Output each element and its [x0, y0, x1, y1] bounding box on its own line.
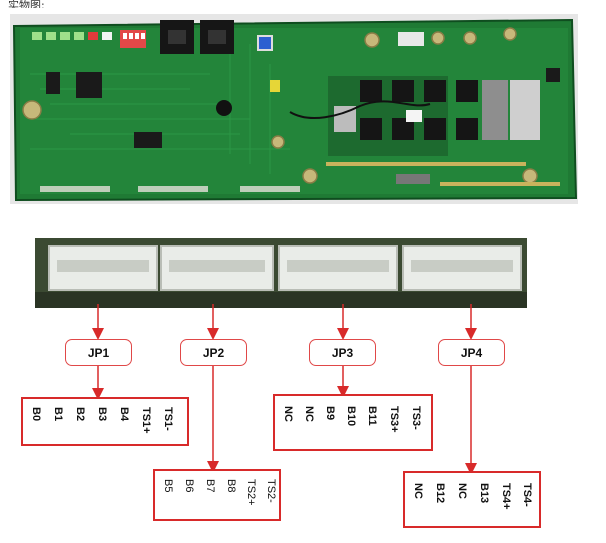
- pin-label: B7: [204, 479, 216, 493]
- pin-label: B5: [162, 479, 174, 493]
- pin-label: B8: [225, 479, 237, 493]
- led-row: [32, 32, 112, 40]
- jp4-label: JP4: [438, 339, 505, 366]
- pin-label: B0: [30, 407, 42, 422]
- pin-label: B9: [324, 406, 336, 421]
- pin-label: TS1+: [140, 407, 152, 434]
- pin-label: B4: [118, 407, 130, 422]
- pin-label: NC: [303, 406, 315, 422]
- pin-label: TS2+: [245, 479, 257, 506]
- jp1-pinout-box: B0 B1 B2 B3 B4 TS1+ TS1-: [21, 397, 189, 446]
- jp1-label: JP1: [65, 339, 132, 366]
- pin-label: B1: [52, 407, 64, 422]
- blue-button: [257, 35, 273, 51]
- pin-label: TS4-: [521, 483, 533, 507]
- pin-label: NC: [456, 483, 468, 499]
- pin-label: B11: [366, 406, 378, 426]
- jp4-pinout-box: NC B12 NC B13 TS4+ TS4-: [403, 471, 541, 528]
- pin-label: B3: [96, 407, 108, 422]
- pin-label: TS3-: [410, 406, 422, 430]
- pin-label: TS3+: [388, 406, 400, 433]
- pin-label: NC: [412, 483, 424, 499]
- pin-label: TS2-: [265, 479, 277, 503]
- pin-label: B2: [74, 407, 86, 422]
- pin-label: TS1-: [162, 407, 174, 431]
- pin-label: B6: [183, 479, 195, 493]
- connector-closeup-photo: [35, 238, 527, 308]
- jp3-pinout-box: NC NC B9 B10 B11 TS3+ TS3-: [273, 394, 433, 451]
- pin-label: NC: [282, 406, 294, 422]
- jp3-label: JP3: [309, 339, 376, 366]
- mosfet-array: [328, 76, 540, 156]
- jp2-pinout-box: B5 B6 B7 B8 TS2+ TS2-: [153, 469, 281, 521]
- pin-label: B12: [434, 483, 446, 504]
- jp2-label: JP2: [180, 339, 247, 366]
- mcu-chip: [76, 72, 102, 98]
- pin-label: B10: [345, 406, 357, 427]
- pcb-board-photo: [10, 14, 578, 204]
- page-caption: 实物图:: [8, 0, 45, 8]
- pin-label: B13: [478, 483, 490, 504]
- pin-label: TS4+: [500, 483, 512, 510]
